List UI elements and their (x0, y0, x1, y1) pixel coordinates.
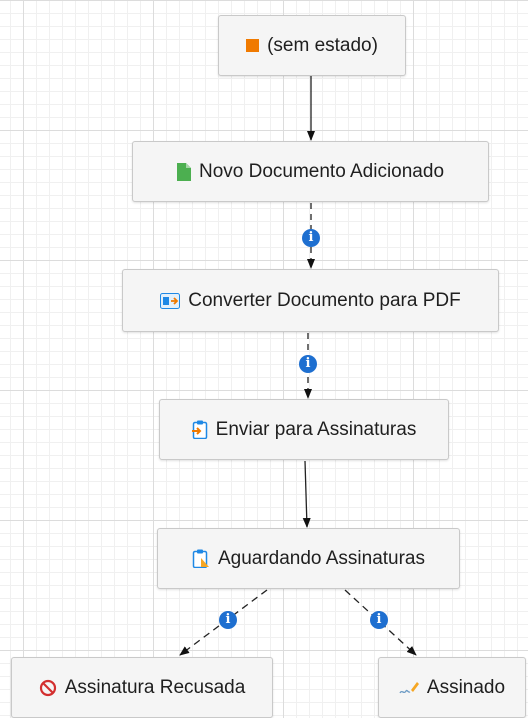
transition-info-icon[interactable]: i (370, 611, 388, 629)
prohibited-icon (39, 679, 57, 697)
pending-clipboard-icon (192, 549, 210, 568)
state-label: Assinatura Recusada (64, 676, 246, 698)
signature-pen-icon (399, 680, 419, 696)
state-novo-documento[interactable]: Novo Documento Adicionado (132, 141, 489, 202)
transition-info-icon[interactable]: i (299, 355, 317, 373)
state-assinatura-recusada[interactable]: Assinatura Recusada (11, 657, 273, 718)
state-label: Novo Documento Adicionado (198, 160, 445, 182)
state-enviar-assinaturas[interactable]: Enviar para Assinaturas (159, 399, 449, 460)
orange-square-icon (246, 39, 260, 52)
send-clipboard-icon (191, 420, 208, 439)
state-aguardando-assinaturas[interactable]: Aguardando Assinaturas (157, 528, 460, 589)
state-label: Aguardando Assinaturas (217, 547, 426, 569)
connector-enviar-aguardando (302, 460, 311, 528)
convert-pdf-icon (160, 292, 181, 309)
transition-info-icon[interactable]: i (219, 611, 237, 629)
state-label: (sem estado) (267, 34, 378, 56)
green-document-icon (176, 162, 191, 181)
transition-info-icon[interactable]: i (302, 229, 320, 247)
state-assinado[interactable]: Assinado (378, 657, 526, 718)
state-label: Enviar para Assinaturas (215, 418, 417, 440)
state-label: Assinado (426, 676, 506, 698)
state-sem-estado[interactable]: (sem estado) (218, 15, 406, 76)
state-label: Converter Documento para PDF (188, 289, 461, 311)
state-converter-documento[interactable]: Converter Documento para PDF (122, 269, 499, 332)
